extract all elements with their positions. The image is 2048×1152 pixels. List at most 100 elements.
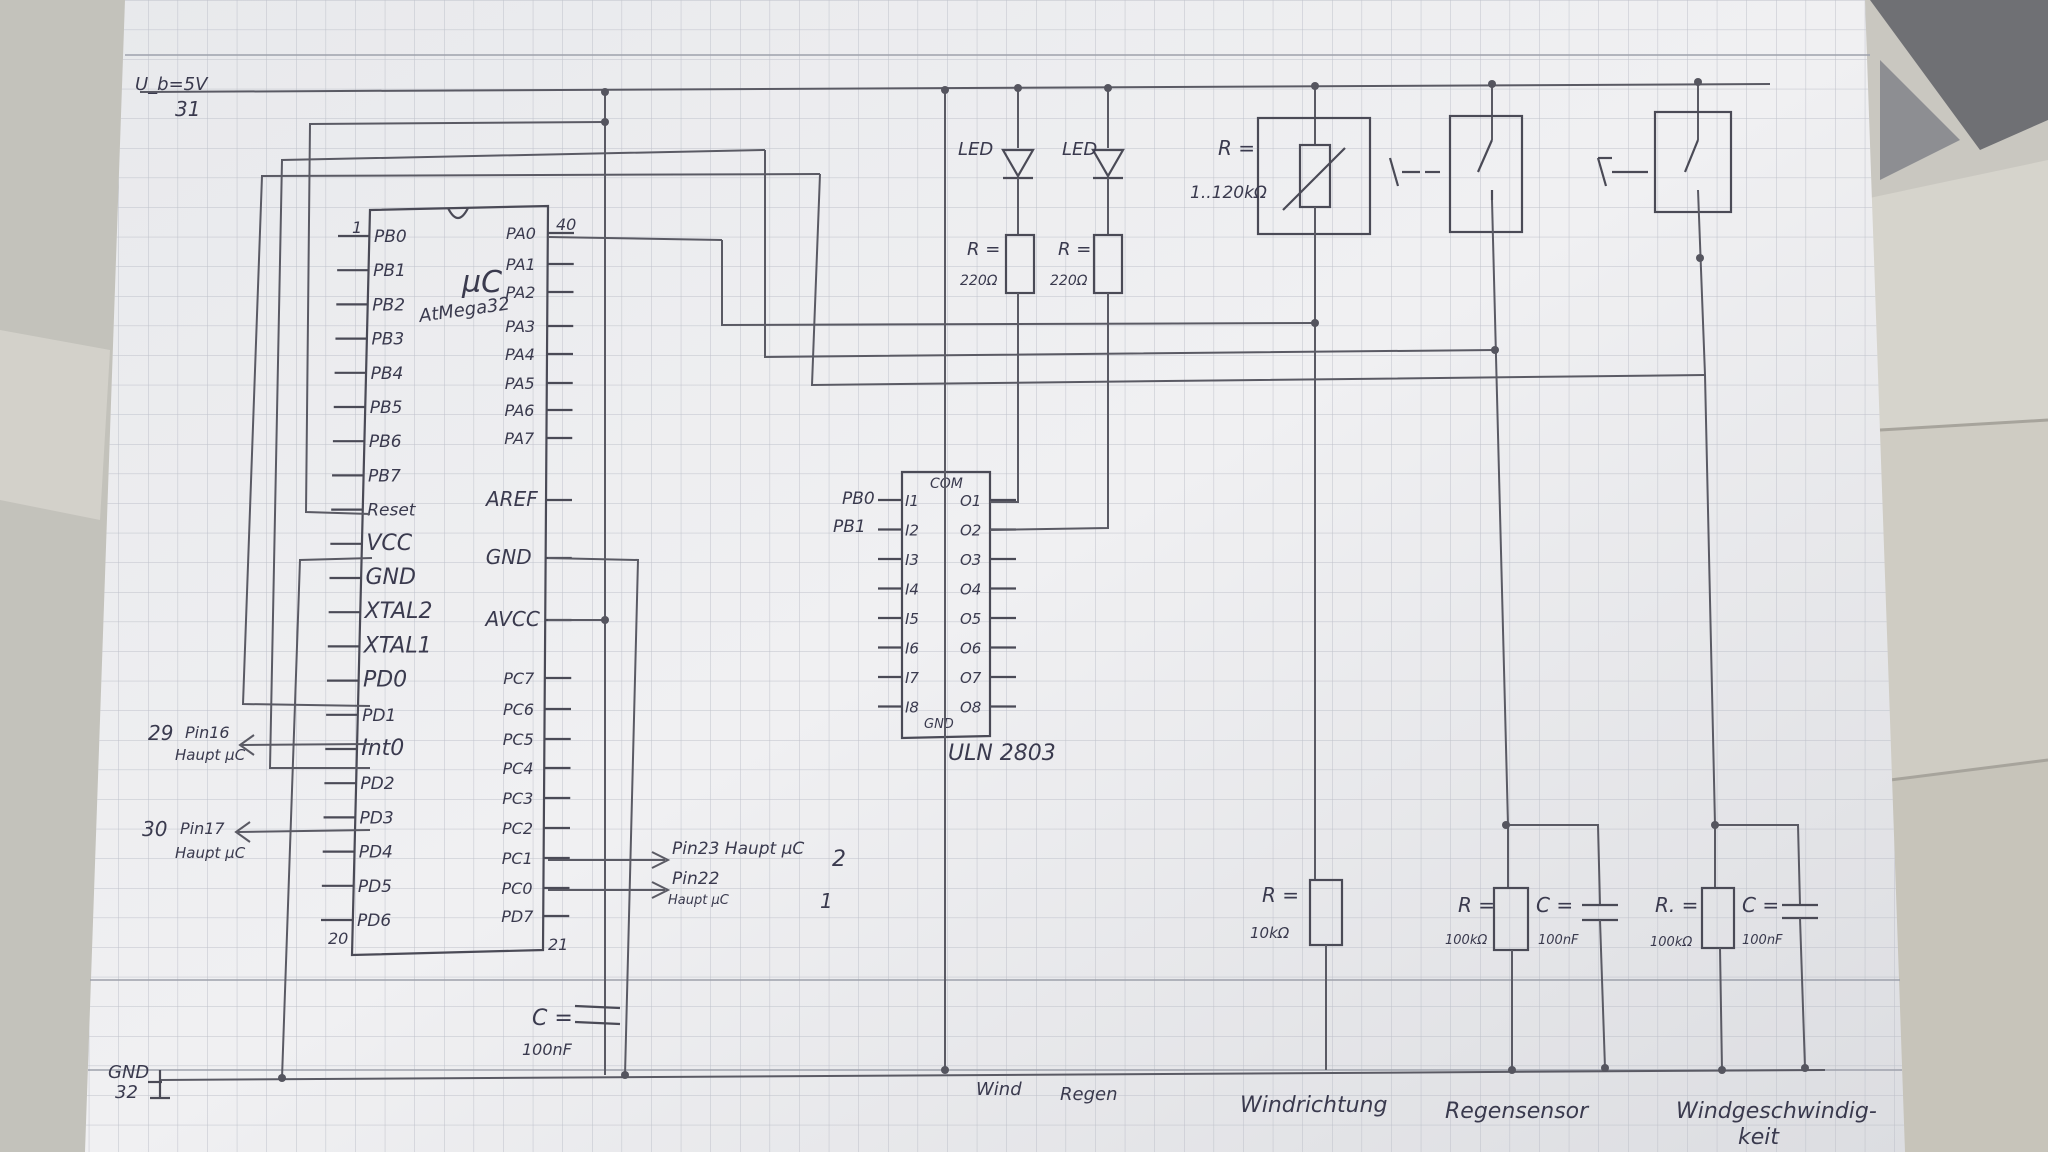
- driver-pin-i7: I7: [878, 669, 919, 687]
- svg-text:PB6: PB6: [369, 432, 402, 452]
- svg-text:O5: O5: [960, 610, 981, 628]
- mcu-pin-pd0: PD0: [326, 668, 407, 693]
- svg-text:O4: O4: [960, 581, 981, 599]
- led-2-r-label: R =: [1058, 239, 1091, 260]
- driver-in-label-1: PB0: [842, 489, 875, 509]
- bottom-labels: Wind Regen Windrichtung Regensensor Wind…: [976, 1079, 1877, 1150]
- rain-r-label: R =: [1458, 893, 1495, 917]
- svg-text:PA0: PA0: [506, 224, 536, 243]
- mcu-atmega32: 1 40 20 21 µC AtMega32 PB0PB1PB2PB3PB4PB…: [321, 204, 576, 957]
- svg-text:PB1: PB1: [373, 261, 406, 281]
- svg-text:O3: O3: [960, 551, 981, 569]
- uln2803-driver: COM GND ULN 2803 PB0 PB1 I1I2I3I4I5I6I7I…: [833, 86, 1056, 1074]
- mcu-pin-pd4: PD4: [322, 843, 393, 863]
- conn-30-target: Pin17: [180, 819, 225, 838]
- mcu-pin-r-pc7: PC7: [503, 669, 572, 688]
- svg-text:I1: I1: [905, 492, 919, 510]
- driver-in-label-2: PB1: [833, 517, 866, 537]
- svg-text:XTAL1: XTAL1: [363, 633, 432, 658]
- ground-rail: GND 32: [108, 1062, 1826, 1103]
- svg-text:XTAL2: XTAL2: [364, 599, 433, 624]
- svg-text:I8: I8: [905, 699, 919, 717]
- driver-com: COM: [930, 476, 963, 492]
- mcu-left-pins: PB0PB1PB2PB3PB4PB5PB6PB7ResetVCCGNDXTAL2…: [321, 227, 432, 931]
- driver-pin-i5: I5: [878, 610, 919, 628]
- svg-text:GND: GND: [486, 545, 532, 569]
- mcu-pin-pb4: PB4: [334, 364, 403, 384]
- led-2-label: LED: [1062, 139, 1097, 160]
- svg-text:I6: I6: [905, 640, 919, 658]
- mcu-pin-pb5: PB5: [333, 398, 403, 418]
- led-2-r-value: 220Ω: [1050, 273, 1088, 289]
- led-branches: LED R = 220Ω LED R = 220Ω: [958, 84, 1125, 531]
- speed-r-value: 100kΩ: [1650, 935, 1692, 950]
- svg-text:PB5: PB5: [370, 398, 403, 418]
- svg-text:PA7: PA7: [504, 429, 535, 448]
- mcu-pin-r-pa5: PA5: [505, 374, 573, 393]
- rain-c-label: C =: [1536, 893, 1573, 917]
- led-1-label: LED: [958, 139, 993, 160]
- svg-text:I4: I4: [905, 581, 919, 599]
- svg-text:PC0: PC0: [502, 879, 533, 898]
- svg-text:AVCC: AVCC: [484, 607, 540, 631]
- mcu-pin-r-pc5: PC5: [503, 730, 571, 749]
- svg-text:O6: O6: [960, 640, 981, 658]
- supply-rail: U_b=5V 31: [135, 74, 1771, 121]
- mcu-pin-r-pc4: PC4: [503, 759, 571, 778]
- led-1-r-label: R =: [967, 239, 1000, 260]
- svg-text:PB7: PB7: [368, 466, 401, 486]
- mcu-pin-pd3: PD3: [323, 808, 394, 828]
- driver-pin-o6: O6: [960, 640, 1016, 658]
- svg-text:O2: O2: [960, 522, 981, 540]
- svg-text:O7: O7: [960, 669, 982, 687]
- mcu-pin-pd6: PD6: [321, 911, 391, 931]
- ground-label: GND: [108, 1062, 149, 1083]
- mcu-pin-xtal2: XTAL2: [328, 599, 433, 624]
- svg-text:PD7: PD7: [501, 907, 534, 926]
- mcu-pin-r-pa3: PA3: [505, 317, 574, 336]
- poti-value: 1..120kΩ: [1190, 183, 1267, 203]
- mcu-pin-r-pc0: PC0: [502, 879, 570, 898]
- label-wind: Wind: [976, 1079, 1022, 1100]
- svg-text:PA4: PA4: [505, 345, 535, 364]
- r-wind-dir-value: 10kΩ: [1250, 924, 1290, 942]
- conn-1-sub: Haupt µC: [668, 893, 730, 908]
- r-wind-dir-label: R =: [1262, 883, 1299, 907]
- svg-text:PD5: PD5: [358, 877, 392, 897]
- mcu-pin-r-gnd: GND: [486, 545, 572, 569]
- svg-text:PC2: PC2: [502, 819, 533, 838]
- svg-text:PC5: PC5: [503, 730, 534, 749]
- mcu-pin-r-pa1: PA1: [506, 255, 574, 274]
- svg-text:PA1: PA1: [506, 255, 536, 274]
- mcu-name: µC: [461, 265, 502, 300]
- svg-text:PB2: PB2: [372, 295, 405, 315]
- driver-pin-i8: I8: [878, 699, 919, 717]
- driver-pin-i2: I2: [878, 522, 919, 540]
- mcu-pin-r-pc2: PC2: [502, 819, 570, 838]
- svg-text:PD3: PD3: [360, 808, 394, 828]
- mcu-pin40: 40: [556, 215, 576, 234]
- label-windgeschwindigkeit-2: keit: [1738, 1125, 1780, 1150]
- speed-r-label: R. =: [1655, 893, 1698, 917]
- driver-pin-o1: O1: [960, 492, 1016, 510]
- supply-label: U_b=5V: [135, 74, 209, 95]
- svg-text:O8: O8: [960, 699, 981, 717]
- label-windrichtung: Windrichtung: [1240, 1093, 1387, 1118]
- conn-30-pin: 30: [142, 817, 167, 841]
- mcu-pin-int0: Int0: [325, 736, 404, 761]
- svg-text:PD0: PD0: [363, 668, 407, 693]
- svg-text:VCC: VCC: [366, 531, 412, 556]
- mcu-pin-r-pc3: PC3: [502, 789, 571, 808]
- main-mcu-connections: 29 Pin16 Haupt µC 30 Pin17 Haupt µC 2 Pi…: [142, 721, 846, 913]
- rain-c-value: 100nF: [1538, 933, 1579, 948]
- mcu-capacitor-value: 100nF: [522, 1040, 573, 1059]
- mcu-pin-r-pa2: PA2: [506, 283, 574, 302]
- mcu-pin-pb0: PB0: [338, 227, 407, 247]
- conn-2-target: Pin23 Haupt µC: [672, 839, 804, 859]
- svg-text:PB3: PB3: [371, 330, 404, 350]
- mcu-right-pins: PA0PA1PA2PA3PA4PA5PA6PA7AREFGNDAVCCPC7PC…: [484, 224, 574, 926]
- svg-text:I5: I5: [905, 610, 919, 628]
